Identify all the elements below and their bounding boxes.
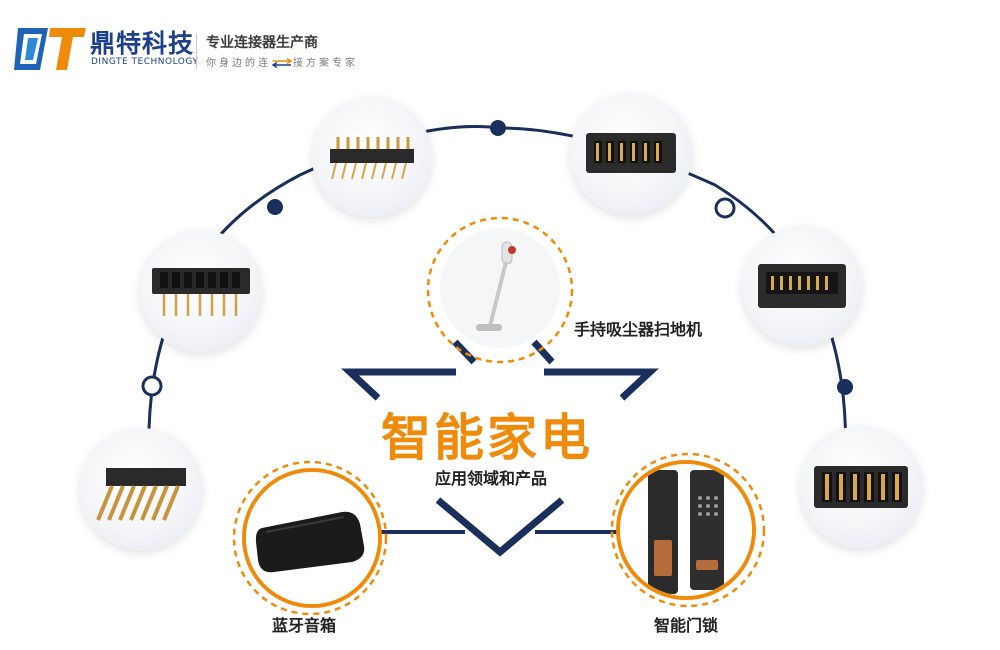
slogan-sub: 你身边的连 接方案专家 — [206, 54, 358, 69]
pin-connector-icon — [96, 468, 186, 521]
product-label-lock: 智能门锁 — [654, 616, 719, 635]
connector-thumbnail — [80, 428, 202, 550]
pin-connector-icon — [330, 137, 414, 180]
slogan-main: 专业连接器生产商 — [206, 35, 318, 51]
center-triangle-frame — [341, 368, 659, 557]
product-label-speaker: 蓝牙音箱 — [272, 616, 337, 635]
arc-node-ring — [141, 375, 163, 397]
vacuum-product-image — [440, 228, 560, 348]
double-arrow-icon — [271, 57, 293, 69]
arc-node-dot — [837, 379, 853, 395]
pin-connector-icon — [152, 268, 250, 316]
bluetooth-speaker-icon — [246, 472, 378, 604]
pin-connector-icon — [758, 264, 846, 308]
arc-node-dot — [490, 120, 506, 136]
product-ring-dashed — [232, 460, 388, 616]
connector-thumbnail — [312, 97, 432, 217]
brand-name-cn: 鼎特科技 — [90, 29, 195, 58]
slogan-sub-right: 接方案专家 — [293, 58, 358, 69]
product-ring-dashed — [426, 216, 574, 364]
header-divider — [196, 33, 197, 69]
connector-thumbnail — [140, 230, 262, 352]
connector-thumbnail — [800, 426, 922, 548]
speaker-product-image — [246, 472, 378, 604]
brand-name-en: DINGTE TECHNOLOGY — [91, 57, 199, 67]
product-ring-dashed — [610, 452, 766, 608]
product-ring-solid — [242, 468, 382, 608]
arc-node-ring — [714, 197, 736, 219]
dt-logo-icon — [14, 28, 86, 70]
lock-product-image — [620, 464, 752, 596]
slogan-sub-left: 你身边的连 — [206, 58, 271, 69]
smart-lock-icon — [620, 464, 752, 596]
connector-thumbnail — [570, 93, 692, 215]
product-ring-solid — [616, 460, 756, 600]
product-label-vacuum: 手持吸尘器扫地机 — [574, 320, 703, 339]
vacuum-cleaner-icon — [440, 228, 560, 348]
pin-connector-icon — [814, 466, 908, 508]
pin-connector-icon — [586, 133, 676, 173]
connector-thumbnail — [742, 226, 862, 346]
center-title: 智能家电 — [381, 409, 593, 467]
center-subtitle: 应用领域和产品 — [435, 469, 548, 488]
arc-node-dot — [267, 199, 283, 215]
